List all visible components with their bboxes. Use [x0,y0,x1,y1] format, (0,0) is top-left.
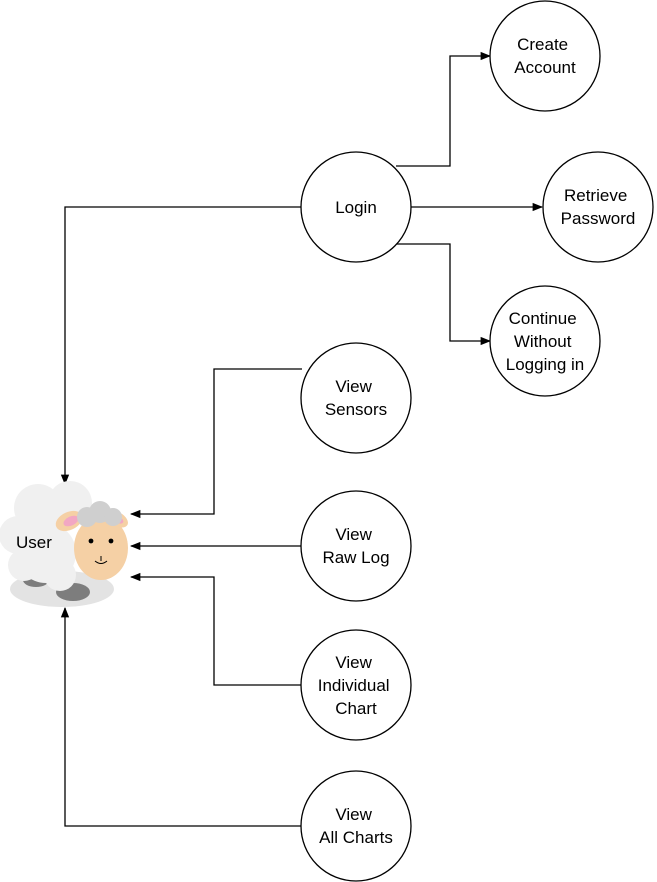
node-continue-without-logging-in[interactable]: Continue Without Logging in [489,285,601,397]
actor-user[interactable]: User [0,481,131,607]
view-all-charts-line-2: All Charts [319,828,393,847]
node-view-raw-log[interactable]: View Raw Log [300,490,412,602]
svg-text:View Raw Log: View Raw Log [322,525,389,567]
edge-view-all-charts-user [60,606,302,827]
sheep-icon [0,481,128,607]
node-view-individual-chart[interactable]: View Individual Chart [300,629,412,741]
create-account-line-1: Create [517,35,568,54]
node-retrieve-password[interactable]: Retrieve Password [542,151,654,263]
svg-text:Retrieve Password: Retrieve Password [561,186,636,228]
view-raw-log-line-1: View [335,525,372,544]
continue-without-line-2: Without [514,332,572,351]
edge-login-user [60,206,302,486]
node-view-sensors[interactable]: View Sensors [300,342,412,454]
create-account-line-2: Account [514,58,576,77]
edge-view-individual-chart-user [129,572,302,686]
login-line-1: Login [335,198,377,217]
continue-without-line-3: Logging in [506,355,584,374]
svg-text:View Sensors: View Sensors [325,377,387,419]
svg-text:View All Charts: View All Charts [319,805,393,847]
view-individual-chart-line-3: Chart [335,699,377,718]
edges [60,51,544,827]
actor-user-label: User [16,533,52,552]
view-sensors-line-1: View [335,377,372,396]
view-sensors-line-2: Sensors [325,400,387,419]
view-individual-chart-line-1: View [335,653,372,672]
node-create-account[interactable]: Create Account [489,0,601,112]
edge-login-continue-without [396,243,492,346]
view-all-charts-line-1: View [335,805,372,824]
continue-without-line-1: Continue [509,309,577,328]
svg-text:View Individual Ch: View Individual Chart [318,653,395,718]
svg-text:Create Account: Create Account [514,35,576,77]
node-login[interactable]: Login [300,151,412,263]
svg-text:Login: Login [335,198,377,217]
edge-login-create-account [396,51,492,167]
retrieve-password-line-1: Retrieve [564,186,627,205]
node-view-all-charts[interactable]: View All Charts [300,770,412,882]
edge-view-sensors-user [129,368,302,519]
view-raw-log-line-2: Raw Log [322,548,389,567]
view-individual-chart-line-2: Individual [318,676,390,695]
retrieve-password-line-2: Password [561,209,636,228]
svg-text:Continue Without L: Continue Without Logging in [506,309,584,374]
